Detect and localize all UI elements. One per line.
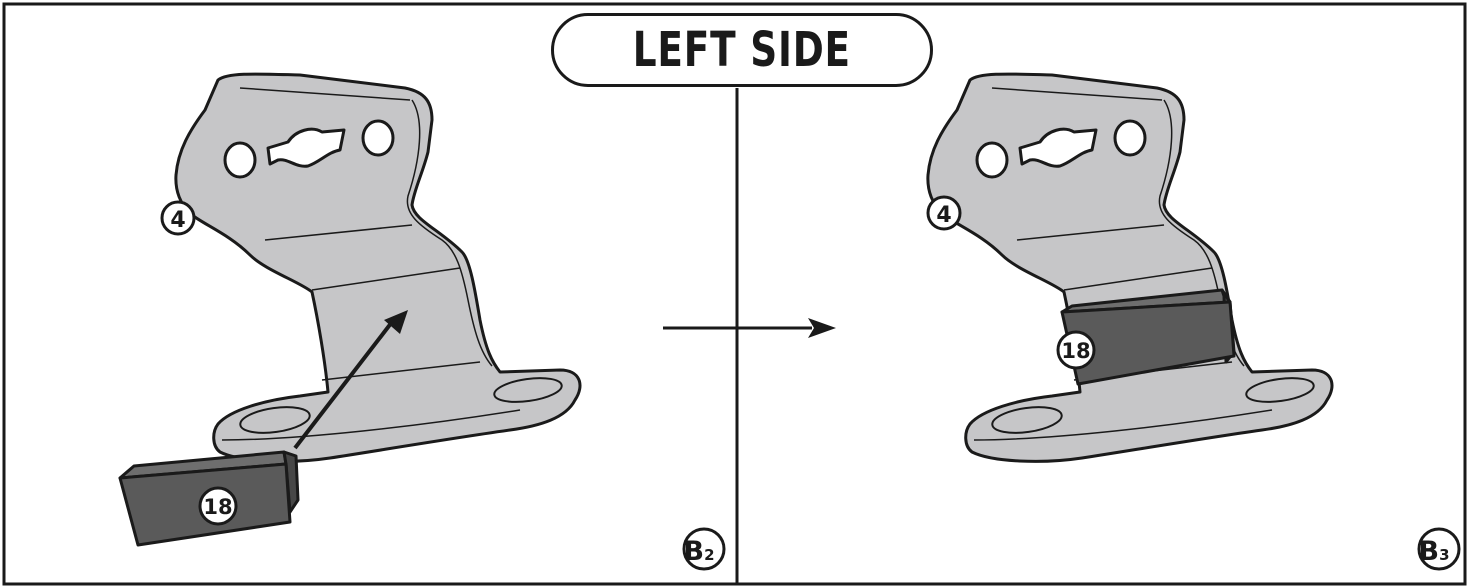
callout-bracket-4-right-label: 4 bbox=[936, 203, 951, 228]
panel-b3: 4 18 B3 bbox=[926, 72, 1461, 571]
callout-bracket-4: 4 bbox=[160, 200, 196, 236]
title-banner: LEFT SIDE bbox=[551, 13, 933, 87]
page-title: LEFT SIDE bbox=[632, 22, 852, 78]
panel-b2: 4 18 B2 bbox=[118, 72, 726, 571]
step-badge-b3: B3 bbox=[1417, 527, 1461, 571]
insert-arrow-shaft bbox=[293, 320, 394, 450]
block-part-18: 18 bbox=[118, 450, 300, 547]
block-part-18-attached: 18 bbox=[1056, 288, 1236, 386]
step-badge-b2-letter: B bbox=[683, 536, 704, 567]
step-badge-b2-number: 2 bbox=[704, 546, 714, 564]
transition-arrow bbox=[663, 318, 836, 338]
svg-text:B2: B2 bbox=[683, 536, 714, 567]
svg-text:B3: B3 bbox=[1418, 536, 1449, 567]
callout-bracket-4-right: 4 bbox=[926, 195, 962, 231]
callout-block-18-right-label: 18 bbox=[1061, 339, 1090, 363]
step-badge-b3-number: 3 bbox=[1439, 546, 1449, 564]
step-badge-b3-letter: B bbox=[1418, 536, 1439, 567]
callout-bracket-4-label: 4 bbox=[170, 208, 185, 233]
step-badge-b2: B2 bbox=[682, 527, 726, 571]
bracket-part-assembled bbox=[926, 72, 1334, 463]
callout-block-18-label: 18 bbox=[203, 495, 232, 519]
bracket-part bbox=[174, 72, 582, 463]
insert-arrowhead bbox=[384, 310, 408, 334]
